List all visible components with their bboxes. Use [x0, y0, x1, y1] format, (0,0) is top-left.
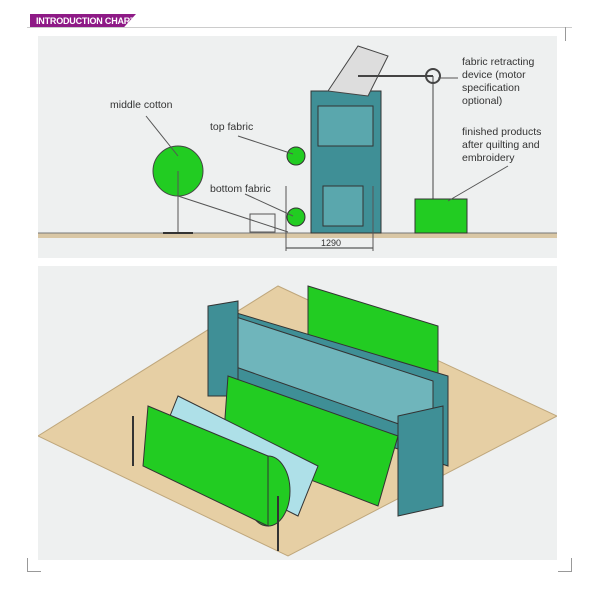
perspective-view-panel [36, 266, 559, 560]
corner-mark [571, 558, 572, 572]
label-bottom-fabric: bottom fabric [210, 183, 271, 195]
frame [27, 27, 572, 572]
corner-mark [565, 27, 566, 41]
corner-mark [27, 558, 28, 572]
corner-mark [27, 571, 41, 572]
label-middle-cotton: middle cotton [110, 99, 173, 111]
section-tag: INTRODUCTION CHART [30, 14, 136, 28]
perspective-view-drawing [36, 285, 559, 557]
side-view-panel: middle cotton top fabric bottom fabric f… [38, 36, 557, 258]
corner-mark [558, 571, 572, 572]
side-view-drawing [38, 45, 557, 251]
dimension-label: 1290 [321, 238, 342, 248]
label-retracting-device: fabric retracting device (motor specific… [462, 56, 535, 107]
label-finished-products: finished products after quilting and emb… [462, 126, 542, 164]
label-top-fabric: top fabric [210, 121, 254, 133]
